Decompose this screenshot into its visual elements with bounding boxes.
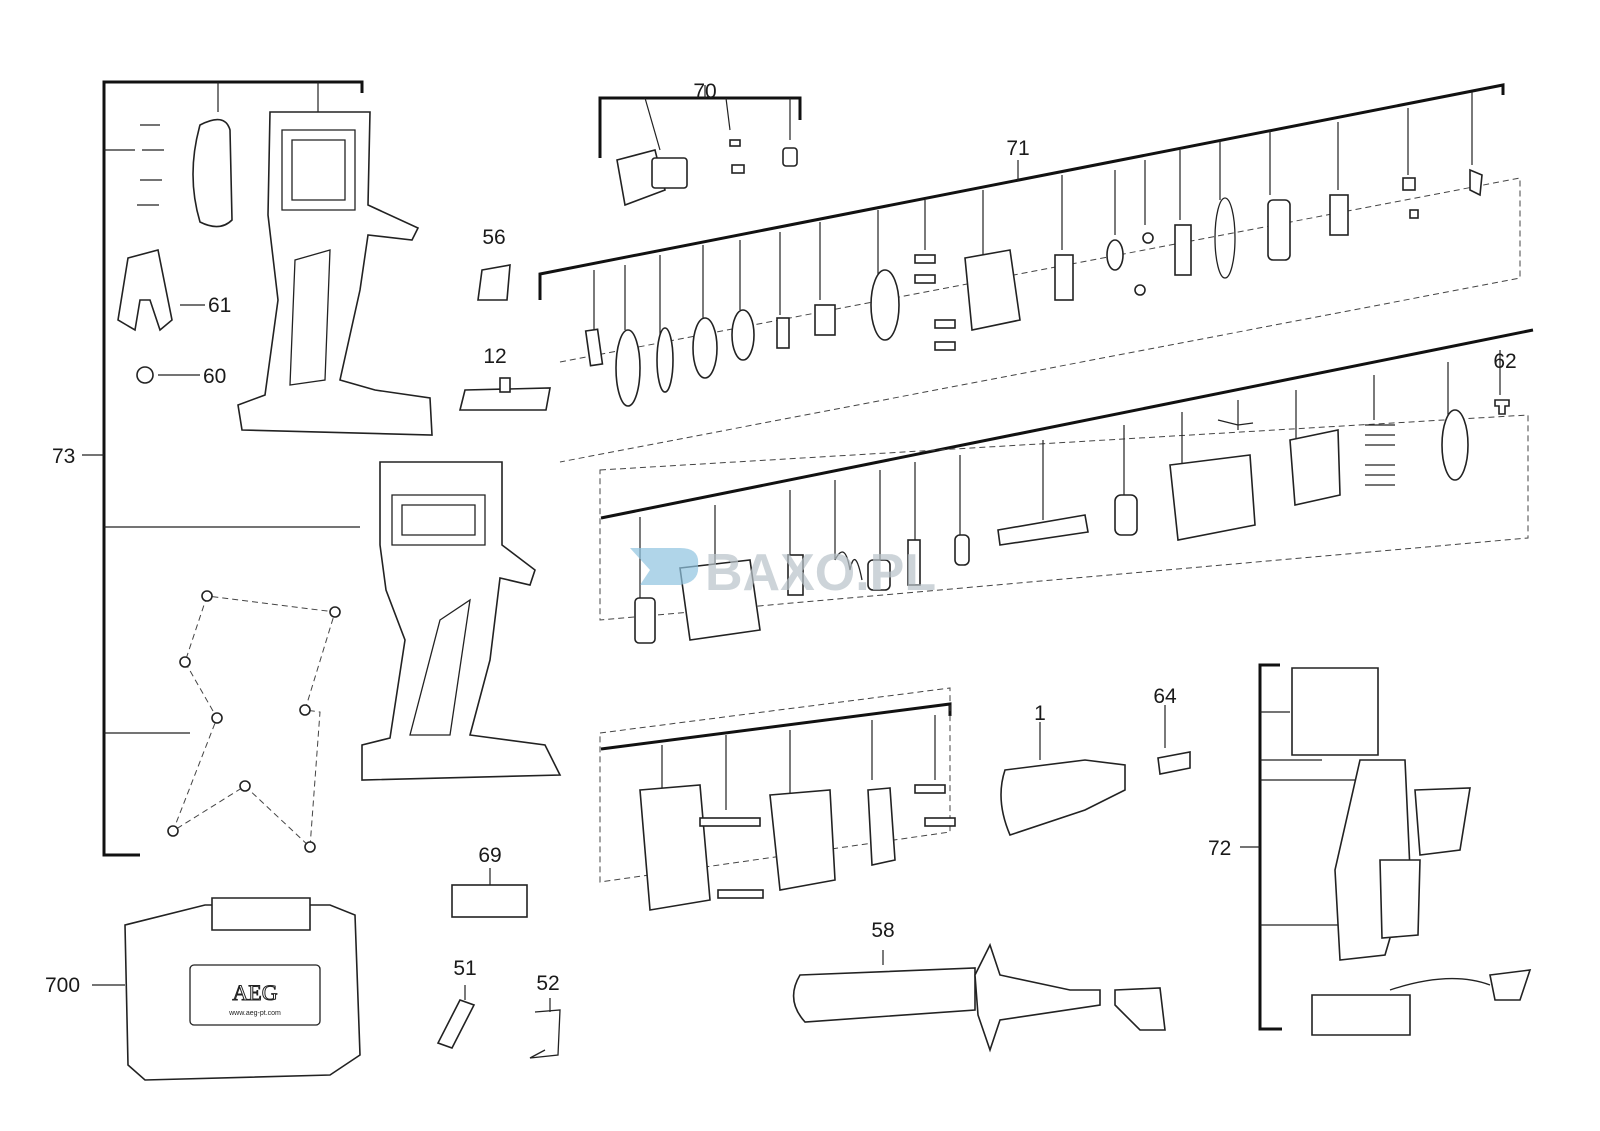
callout-72: 72 bbox=[1208, 837, 1231, 860]
gearbox-parts-71 bbox=[584, 92, 1483, 407]
clutch-parts-62 bbox=[634, 350, 1510, 644]
callout-71: 71 bbox=[1006, 137, 1029, 160]
motor-70 bbox=[616, 139, 798, 207]
slider-12 bbox=[458, 377, 551, 411]
side-handle-58 bbox=[792, 942, 1166, 1053]
callout-58: 58 bbox=[871, 919, 894, 942]
callout-56: 56 bbox=[482, 226, 505, 249]
callout-69: 69 bbox=[478, 844, 501, 867]
callout-60: 60 bbox=[203, 365, 226, 388]
watermark-text: BAXO.PL bbox=[705, 544, 936, 602]
housing-half-left bbox=[237, 111, 433, 436]
line-1-group bbox=[600, 702, 952, 751]
side-cover bbox=[192, 118, 233, 228]
screw-64 bbox=[1157, 705, 1191, 775]
case-logo: AEG bbox=[232, 980, 277, 1005]
callout-51: 51 bbox=[453, 957, 476, 980]
callout-64: 64 bbox=[1153, 685, 1177, 708]
gear-housing-parts bbox=[639, 715, 956, 911]
bracket-72 bbox=[1240, 663, 1370, 1031]
callout-61: 61 bbox=[208, 294, 231, 317]
bracket-73 bbox=[82, 80, 364, 857]
screws-set bbox=[137, 124, 341, 853]
switch-56 bbox=[477, 264, 511, 301]
clip-52 bbox=[529, 998, 561, 1059]
case-url: www.aeg-pt.com bbox=[228, 1010, 281, 1017]
callout-52: 52 bbox=[536, 972, 559, 995]
housing-half-right bbox=[361, 461, 562, 781]
callout-1: 1 bbox=[1034, 702, 1046, 725]
bracket-70 bbox=[598, 85, 802, 158]
belt-clip-61 bbox=[117, 249, 205, 332]
watermark: BAXO.PL bbox=[630, 544, 936, 602]
callout-62: 62 bbox=[1493, 350, 1516, 373]
bracket-71 bbox=[538, 83, 1505, 300]
axis-guide-1 bbox=[599, 687, 951, 883]
chuck-1 bbox=[1000, 722, 1126, 836]
callout-labels: 70 71 56 12 61 60 73 62 64 1 69 51 52 58… bbox=[45, 80, 1517, 997]
label-plate-69 bbox=[451, 884, 528, 918]
bit-51 bbox=[436, 985, 476, 1049]
axis-guide-62 bbox=[599, 414, 1529, 621]
nut-60 bbox=[136, 366, 200, 384]
callout-73: 73 bbox=[52, 445, 75, 468]
callout-70: 70 bbox=[693, 80, 716, 103]
callout-12: 12 bbox=[483, 345, 506, 368]
electronics-72 bbox=[1291, 667, 1532, 1036]
line-62-group bbox=[600, 328, 1534, 520]
carry-case-700: AEG www.aeg-pt.com bbox=[92, 897, 361, 1081]
callout-700: 700 bbox=[45, 974, 80, 997]
